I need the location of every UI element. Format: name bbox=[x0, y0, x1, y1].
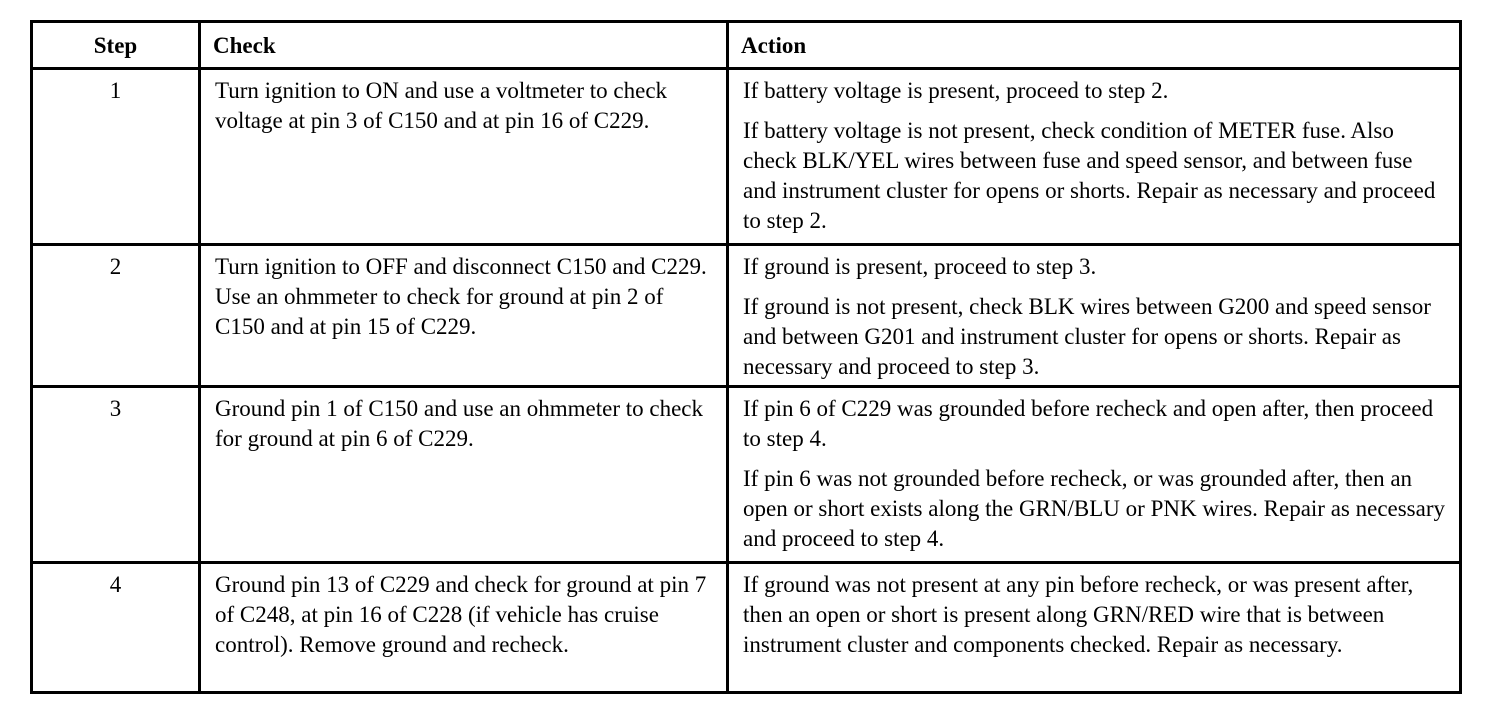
action-paragraph: If pin 6 of C229 was grounded before rec… bbox=[743, 396, 1434, 451]
step-number: 4 bbox=[33, 564, 201, 691]
step-number: 1 bbox=[33, 70, 201, 246]
action-paragraph: If battery voltage is present, proceed t… bbox=[743, 78, 1169, 103]
check-text: Turn ignition to OFF and disconnect C150… bbox=[201, 246, 729, 388]
step-number: 3 bbox=[33, 388, 201, 564]
troubleshooting-table: Step Check Action 1 Turn ignition to ON … bbox=[30, 20, 1462, 694]
action-paragraph: If ground is present, proceed to step 3. bbox=[743, 254, 1097, 279]
step-number: 2 bbox=[33, 246, 201, 388]
check-text: Ground pin 13 of C229 and check for grou… bbox=[201, 564, 729, 691]
action-paragraph: If battery voltage is not present, check… bbox=[743, 118, 1436, 233]
action-cell: If battery voltage is present, proceed t… bbox=[729, 70, 1459, 246]
header-step: Step bbox=[33, 23, 201, 70]
action-paragraph: If pin 6 was not grounded before recheck… bbox=[743, 466, 1446, 551]
action-paragraph: If ground was not present at any pin bef… bbox=[743, 572, 1414, 657]
check-text: Turn ignition to ON and use a voltmeter … bbox=[201, 70, 729, 246]
action-cell: If pin 6 of C229 was grounded before rec… bbox=[729, 388, 1459, 564]
check-text: Ground pin 1 of C150 and use an ohmmeter… bbox=[201, 388, 729, 564]
action-paragraph: If ground is not present, check BLK wire… bbox=[743, 294, 1431, 379]
action-cell: If ground was not present at any pin bef… bbox=[729, 564, 1459, 691]
action-cell: If ground is present, proceed to step 3.… bbox=[729, 246, 1459, 388]
header-check: Check bbox=[201, 23, 729, 70]
header-action: Action bbox=[729, 23, 1459, 70]
